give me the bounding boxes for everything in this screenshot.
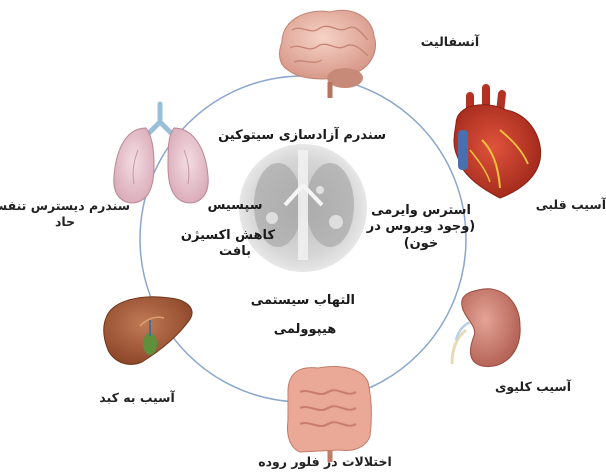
liver-image (104, 297, 192, 365)
label-systemic-inflammation: التهاب سیستمی (255, 293, 355, 309)
label-kidney-injury: آسیب کلیوی (488, 379, 578, 395)
label-hypovolemia: هیپوولمی (265, 322, 345, 338)
kidney-image (452, 289, 520, 367)
label-viremia-stress: استرس وایرمی (وجود ویروس در خون) (366, 203, 476, 252)
label-tissue-hypoxia-line1: کاهش اکسیژن (195, 228, 275, 244)
label-ards: سندرم دیسترس تنفسی حاد (0, 198, 130, 229)
label-viremia-line3: خون) (366, 236, 476, 252)
heart-image (454, 88, 541, 198)
label-cardiac-injury: آسیب قلبی (540, 197, 606, 213)
label-viremia-line1: استرس وایرمی (366, 203, 476, 219)
lungs-image (114, 104, 208, 203)
label-ards-line2: حاد (0, 214, 130, 230)
label-sepsis: سپسیس (205, 198, 265, 214)
label-viremia-line2: (وجود ویروس در (366, 219, 476, 235)
label-cytokine-release-syndrome: سندرم آزادسازی سیتوکین (236, 128, 386, 144)
brain-image (280, 10, 376, 98)
label-ards-line1: سندرم دیسترس تنفسی (0, 198, 130, 214)
label-tissue-hypoxia-line2: بافت (195, 244, 275, 260)
intestine-image (288, 367, 372, 462)
label-tissue-hypoxia: کاهش اکسیژن بافت (195, 228, 275, 261)
label-liver-injury: آسیب به کبد (92, 390, 182, 406)
label-encephalitis: آنسفالیت (410, 34, 490, 50)
label-intestinal-flora-disorder: اختلالات در فلور روده (250, 454, 400, 470)
